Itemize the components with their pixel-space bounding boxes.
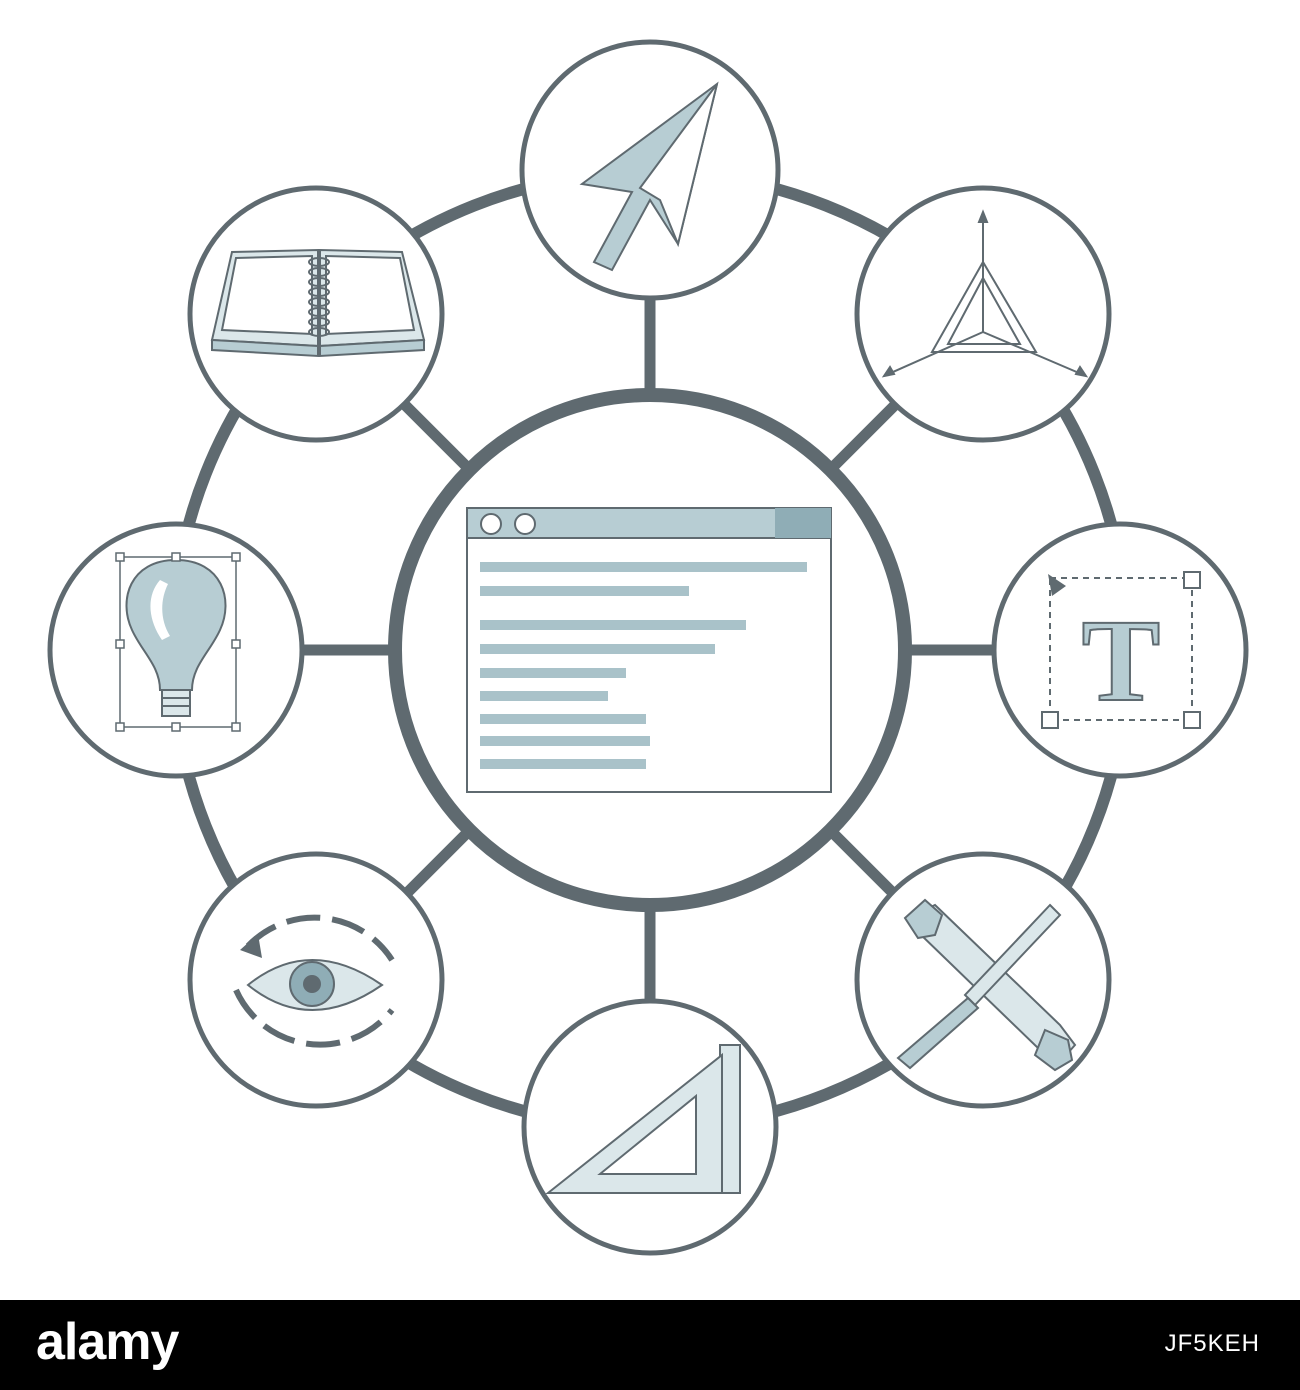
footer-bar: alamy JF5KEH (0, 1300, 1300, 1390)
spiral-notebook-icon (210, 248, 426, 358)
bezier-lightbulb-icon (115, 552, 241, 732)
window-button (480, 513, 502, 535)
text-tool-glyph: T (1082, 595, 1161, 726)
eye-refresh-icon (233, 914, 395, 1048)
cursor-arrow-icon (579, 81, 719, 272)
window-button (514, 513, 536, 535)
design-tools-diagram: T (47, 39, 1249, 1256)
wrench-screwdriver-icon (896, 898, 1077, 1072)
3d-axes-pyramid-icon (881, 209, 1089, 378)
text-tool-icon: T (1041, 571, 1201, 729)
connector-spokes (300, 300, 1000, 1000)
image-id: JF5KEH (1164, 1330, 1260, 1357)
brand-logo: alamy (36, 1313, 179, 1371)
notebook-spiral (308, 257, 330, 337)
content-lines (480, 562, 807, 769)
browser-window-icon (466, 507, 832, 793)
ruler-triangle-icon (545, 1044, 741, 1194)
